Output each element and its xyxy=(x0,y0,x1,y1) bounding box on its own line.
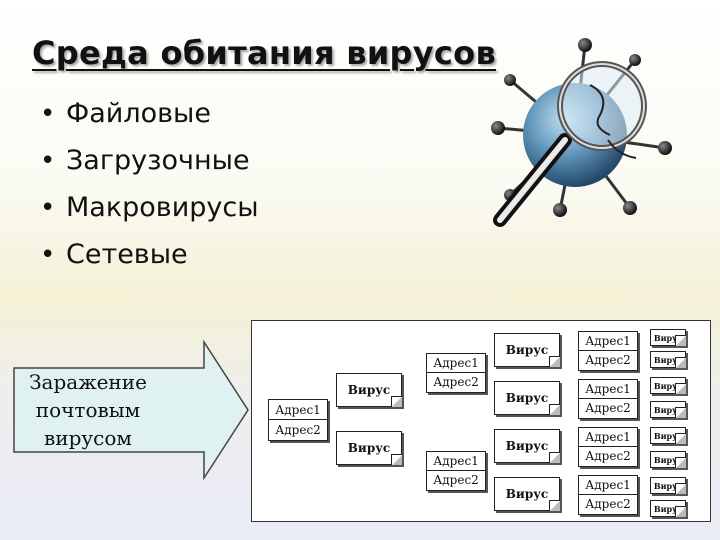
virus-document-small: Вирус xyxy=(650,451,686,468)
bullet-item: • Файловые xyxy=(40,90,259,137)
bullet-text: Сетевые xyxy=(66,239,188,270)
virus-document: Вирус xyxy=(494,333,560,367)
address-card: Адрес1 Адрес2 xyxy=(268,399,328,441)
bullet-dot-icon: • xyxy=(40,239,56,270)
address-card: Адрес1 Адрес2 xyxy=(426,451,486,491)
address-line-1: Адрес1 xyxy=(579,476,637,495)
arrow-caption-line: вирусом xyxy=(44,426,132,450)
address-line-1: Адрес1 xyxy=(427,354,485,373)
virus-document-small: Вирус xyxy=(650,351,686,368)
address-card: Адрес1 Адрес2 xyxy=(578,331,638,371)
address-card: Адрес1 Адрес2 xyxy=(578,427,638,467)
infection-arrow-icon xyxy=(13,340,249,480)
arrow-caption-line: Заражение xyxy=(29,370,147,394)
virus-document: Вирус xyxy=(494,429,560,463)
virus-document-small: Вирус xyxy=(650,329,686,346)
bullet-item: • Макровирусы xyxy=(40,184,259,231)
address-card: Адрес1 Адрес2 xyxy=(578,379,638,419)
address-line-2: Адрес2 xyxy=(433,375,479,389)
propagation-diagram: Адрес1 Адрес2 Вирус Вирус Адрес1 Адрес2 … xyxy=(251,320,711,522)
virus-document: Вирус xyxy=(336,431,402,465)
bullet-item: • Сетевые xyxy=(40,231,259,278)
bullet-dot-icon: • xyxy=(40,145,56,176)
address-line-1: Адрес1 xyxy=(269,400,327,420)
bullet-dot-icon: • xyxy=(40,192,56,223)
address-line-2: Адрес2 xyxy=(585,497,631,511)
address-line-2: Адрес2 xyxy=(585,401,631,415)
address-line-2: Адрес2 xyxy=(585,449,631,463)
address-card: Адрес1 Адрес2 xyxy=(426,353,486,393)
virus-document-small: Вирус xyxy=(650,377,686,394)
bullet-list: • Файловые • Загрузочные • Макровирусы • Сет… xyxy=(40,90,259,278)
slide-title: Среда обитания вирусов xyxy=(32,34,497,72)
address-card: Адрес1 Адрес2 xyxy=(578,475,638,515)
bullet-text: Файловые xyxy=(66,98,211,129)
address-line-1: Адрес1 xyxy=(427,452,485,471)
arrow-caption: Заражение почтовым вирусом xyxy=(18,368,158,452)
virus-document-small: Вирус xyxy=(650,401,686,418)
arrow-caption-line: почтовым xyxy=(35,398,141,422)
address-line-2: Адрес2 xyxy=(585,353,631,367)
address-line-2: Адрес2 xyxy=(275,423,321,437)
virus-document: Вирус xyxy=(336,373,402,407)
address-line-1: Адрес1 xyxy=(579,332,637,351)
bullet-text: Загрузочные xyxy=(66,145,250,176)
bullet-text: Макровирусы xyxy=(66,192,259,223)
virus-document: Вирус xyxy=(494,381,560,415)
virus-document-small: Вирус xyxy=(650,477,686,494)
address-line-1: Адрес1 xyxy=(579,428,637,447)
virus-document: Вирус xyxy=(494,477,560,511)
address-line-1: Адрес1 xyxy=(579,380,637,399)
bullet-item: • Загрузочные xyxy=(40,137,259,184)
virus-document-small: Вирус xyxy=(650,500,686,517)
address-line-2: Адрес2 xyxy=(433,473,479,487)
virus-magnifier-icon xyxy=(491,38,672,227)
virus-document-small: Вирус xyxy=(650,427,686,444)
bullet-dot-icon: • xyxy=(40,98,56,129)
